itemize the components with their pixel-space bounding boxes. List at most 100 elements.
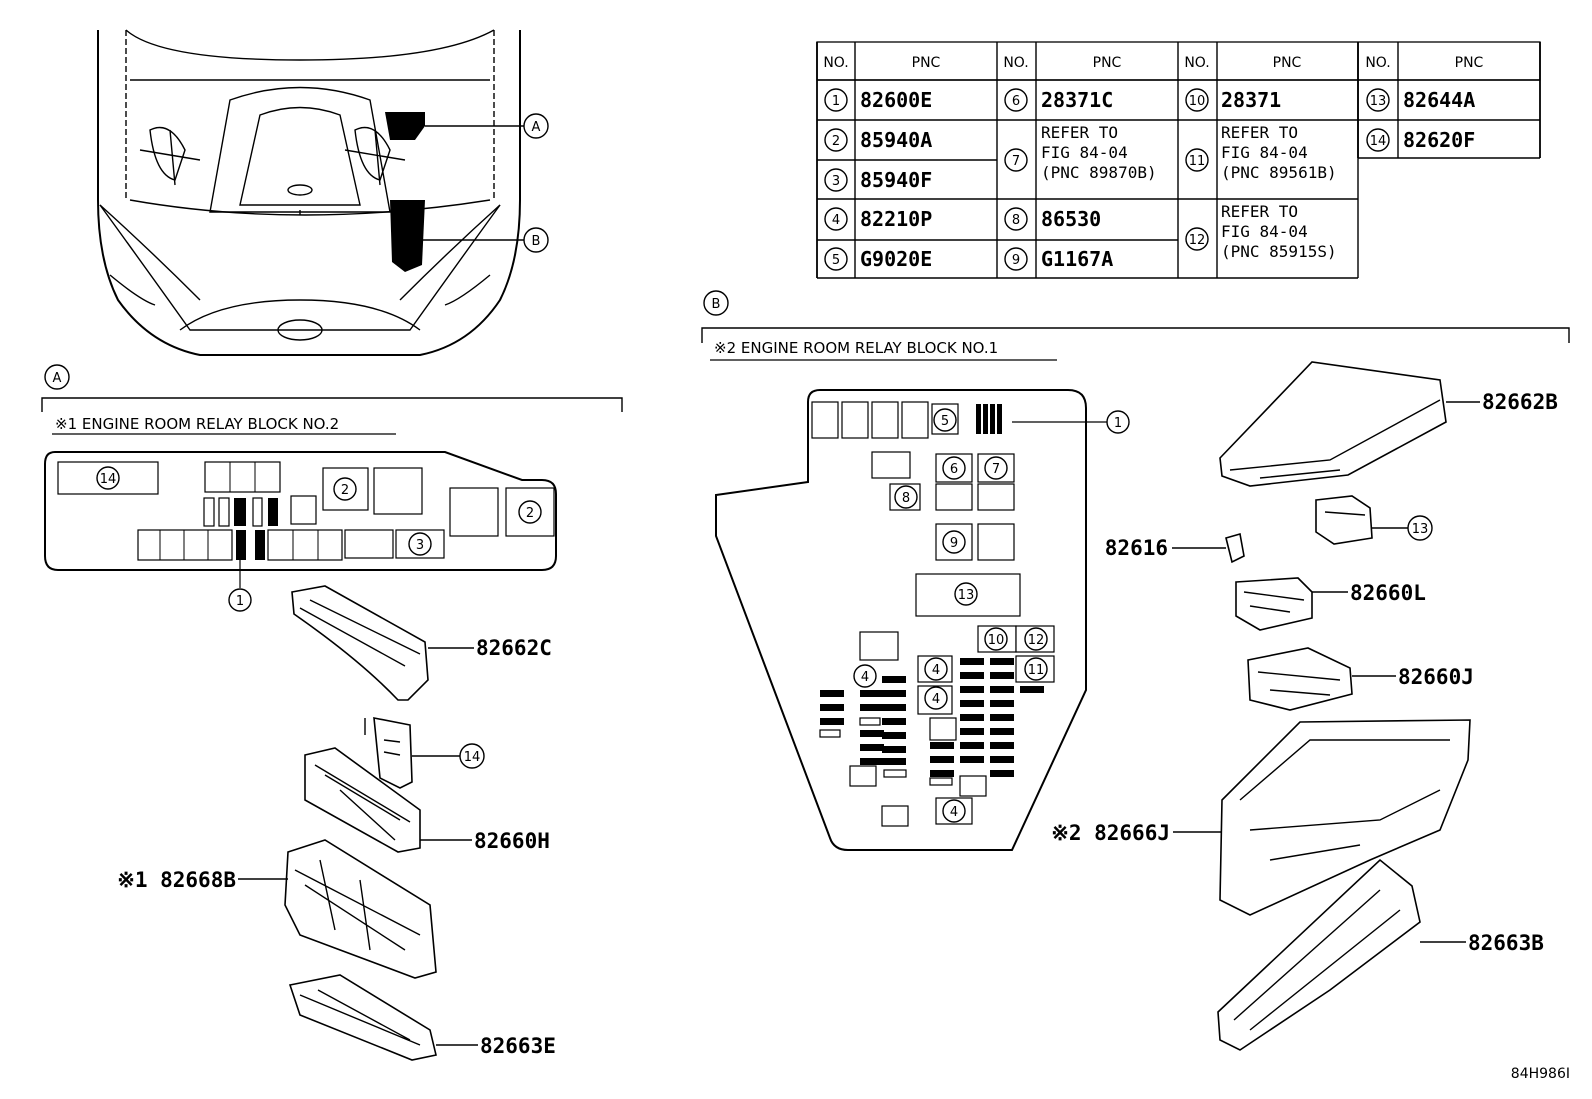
row-10-pnc: 28371	[1221, 88, 1281, 112]
row-2-number: 2	[824, 128, 848, 152]
block-b-position-4: 4	[942, 799, 966, 823]
block-b-position-9-label: 9	[950, 536, 958, 551]
block-b-position-6-label: 6	[950, 462, 958, 477]
block-b-position-1-label: 1	[1114, 416, 1122, 431]
part-number-label: ※1 82668B	[117, 868, 236, 892]
header-no: NO.	[1184, 55, 1209, 71]
block-a-position-2-label: 2	[526, 506, 534, 521]
block-b-position-5: 5	[933, 408, 957, 432]
row-12-pnc-line: (PNC 85915S)	[1221, 242, 1337, 261]
part-number-label: 82662B	[1482, 390, 1558, 414]
block-b-position-5-label: 5	[941, 414, 949, 429]
block-b-position-4-label: 4	[932, 692, 940, 707]
block-b-position-4: 4	[924, 686, 948, 710]
block-b-position-7: 7	[984, 456, 1008, 480]
row-6-number: 6	[1004, 88, 1028, 112]
row-9-number-label: 9	[1012, 253, 1020, 268]
part-callout-14: 14	[459, 743, 485, 769]
relay-14-part	[364, 717, 460, 789]
row-9-number: 9	[1004, 247, 1028, 271]
row-10-number: 10	[1185, 88, 1209, 112]
block-b-position-1: 1	[1106, 410, 1130, 434]
row-4-number-label: 4	[832, 213, 840, 228]
block-b-position-4-label: 4	[932, 663, 940, 678]
figure-code: 84H986I	[1511, 1066, 1570, 1082]
part-number-label: 82663B	[1468, 931, 1544, 955]
header-pnc: PNC	[1273, 55, 1302, 71]
block-a-position-3: 3	[408, 532, 432, 556]
block-b-position-12-label: 12	[1028, 633, 1045, 648]
row-7-pnc-line: (PNC 89870B)	[1041, 163, 1157, 182]
row-4-number: 4	[824, 207, 848, 231]
block-82660j	[1247, 647, 1396, 711]
row-4-pnc: 82210P	[860, 207, 932, 231]
part-callout-13-label: 13	[1412, 522, 1429, 537]
block-a-position-2: 2	[333, 477, 357, 501]
header-no: NO.	[1365, 55, 1390, 71]
part-number-label: 82663E	[480, 1034, 556, 1058]
row-3-number: 3	[824, 168, 848, 192]
row-1-number: 1	[824, 88, 848, 112]
row-14-number-label: 14	[1370, 134, 1387, 149]
block-a-position-14-label: 14	[100, 472, 117, 487]
part-number-label: 82660H	[474, 829, 550, 853]
part-number-label: 82660J	[1398, 665, 1474, 689]
row-11-pnc-line: REFER TO	[1221, 123, 1298, 142]
row-13-pnc: 82644A	[1403, 88, 1475, 112]
lower-case-82663b	[1217, 858, 1466, 1051]
main-block-82666j	[1173, 719, 1471, 916]
block-b-position-8: 8	[894, 485, 918, 509]
car-top-view: A B	[97, 29, 549, 356]
block-b-position-6: 6	[942, 456, 966, 480]
block-a-position-3-label: 3	[416, 538, 424, 553]
header-pnc: PNC	[1455, 55, 1484, 71]
part-callout-13: 13	[1407, 515, 1433, 541]
row-11-number: 11	[1185, 148, 1209, 172]
row-1-pnc: 82600E	[860, 88, 932, 112]
block-b-position-11: 11	[1024, 657, 1048, 681]
row-5-number: 5	[824, 247, 848, 271]
section-b-marker: B	[712, 297, 721, 312]
part-callout-14-label: 14	[464, 750, 481, 765]
block-b-position-7-label: 7	[992, 462, 1000, 477]
part-number-label: 82662C	[476, 636, 552, 660]
row-11-pnc-line: FIG 84-04	[1221, 143, 1308, 162]
header-pnc: PNC	[1093, 55, 1122, 71]
row-5-number-label: 5	[832, 253, 840, 268]
row-7-pnc-line: REFER TO	[1041, 123, 1118, 142]
main-block-82668b	[238, 839, 437, 979]
fuse-82616	[1172, 532, 1245, 564]
block-a-position-1: 1	[228, 588, 252, 612]
part-number-label: 82660L	[1350, 581, 1426, 605]
header-pnc: PNC	[912, 55, 941, 71]
section-a-title: ※1 ENGINE ROOM RELAY BLOCK NO.2	[55, 415, 339, 433]
block-b-position-10: 10	[984, 627, 1008, 651]
row-7-number-label: 7	[1012, 154, 1020, 169]
block-b-position-4: 4	[853, 664, 877, 688]
part-number-label: 82616	[1105, 536, 1168, 560]
header-no: NO.	[823, 55, 848, 71]
row-9-pnc: G1167A	[1041, 247, 1113, 271]
row-7-number: 7	[1004, 148, 1028, 172]
row-12-number-label: 12	[1189, 233, 1206, 248]
row-2-number-label: 2	[832, 134, 840, 149]
row-8-pnc: 86530	[1041, 207, 1101, 231]
row-14-number: 14	[1366, 128, 1390, 152]
row-6-number-label: 6	[1012, 94, 1020, 109]
cover-82662c	[291, 585, 474, 701]
row-6-pnc: 28371C	[1041, 88, 1113, 112]
car-marker-b: B	[532, 234, 541, 249]
block-b-position-13: 13	[954, 582, 978, 606]
block-b-position-12: 12	[1024, 627, 1048, 651]
row-11-pnc-line: (PNC 89561B)	[1221, 163, 1337, 182]
cover-82662b	[1219, 361, 1480, 487]
block-a-position-2-label: 2	[341, 483, 349, 498]
row-7-pnc-line: FIG 84-04	[1041, 143, 1128, 162]
row-1-number-label: 1	[832, 94, 840, 109]
block-a-position-2: 2	[518, 500, 542, 524]
car-marker-a: A	[532, 120, 541, 135]
block-82660l	[1235, 577, 1348, 631]
